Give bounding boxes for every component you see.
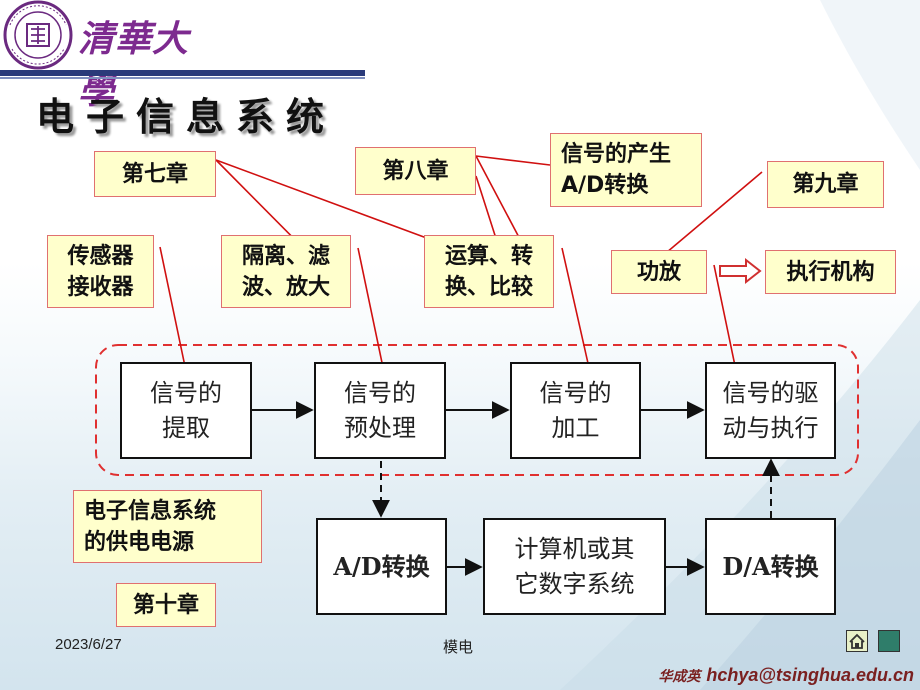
footer-signature: 华成英 hchya@tsinghua.edu.cn	[658, 665, 914, 686]
actuator-label: 执行机构	[765, 250, 896, 294]
signal-preprocess-block: 信号的 预处理	[314, 362, 446, 459]
signal-processing-block: 信号的 加工	[510, 362, 641, 459]
signal-preprocess-text: 信号的 预处理	[344, 378, 416, 442]
computer-text: 计算机或其 它数字系统	[514, 534, 635, 598]
signal-gen-text: 信号的产生 A/D转换	[561, 142, 672, 198]
sensor-text: 传感器 接收器	[67, 243, 134, 300]
computer-block: 计算机或其 它数字系统	[483, 518, 666, 615]
signal-drive-block: 信号的驱 动与执行	[705, 362, 836, 459]
slide-title: 电子信息系统	[36, 94, 337, 139]
author-email: hchya@tsinghua.edu.cn	[706, 665, 914, 685]
home-glyph	[849, 633, 865, 649]
isolate-filter-amplify-label: 隔离、滤 波、放大	[221, 235, 351, 308]
chapter-9-text: 第九章	[792, 172, 859, 197]
chapter-10-text: 第十章	[132, 592, 199, 618]
author-name: 华成英	[658, 669, 701, 685]
chapter-9-label: 第九章	[767, 161, 884, 208]
close-icon[interactable]	[878, 630, 900, 652]
chapter-10-label: 第十章	[116, 583, 216, 627]
signal-extraction-text: 信号的 提取	[150, 378, 222, 442]
amplifier-label: 功放	[611, 250, 707, 294]
header-bar	[0, 70, 365, 76]
adc-block: A/D转换	[316, 518, 447, 615]
sensor-label: 传感器 接收器	[47, 235, 154, 308]
adc-text: A/D转换	[333, 552, 430, 581]
chapter-leader-lines	[159, 155, 763, 386]
chapter-7-text: 第七章	[121, 161, 188, 187]
header-bar-shadow	[0, 77, 365, 79]
dac-block: D/A转换	[705, 518, 836, 615]
signal-gen-label: 信号的产生 A/D转换	[550, 133, 702, 207]
amplifier-text: 功放	[636, 259, 681, 285]
footer-course: 模电	[443, 639, 474, 656]
power-supply-text: 电子信息系统 的供电电源	[84, 498, 217, 555]
power-supply-label: 电子信息系统 的供电电源	[73, 490, 262, 563]
dashed-group-outline	[95, 344, 859, 476]
compute-text: 运算、转 换、比较	[444, 243, 533, 300]
dac-text: D/A转换	[722, 552, 819, 581]
home-icon[interactable]	[846, 630, 868, 652]
chapter-8-label: 第八章	[355, 147, 476, 195]
chapter-8-text: 第八章	[382, 158, 449, 184]
signal-extraction-block: 信号的 提取	[120, 362, 252, 459]
signal-drive-text: 信号的驱 动与执行	[722, 378, 819, 442]
tsinghua-seal-logo	[3, 0, 73, 70]
footer-date: 2023/6/27	[55, 636, 122, 653]
actuator-text: 执行机构	[786, 259, 875, 285]
chapter-7-label: 第七章	[94, 151, 216, 197]
compute-convert-compare-label: 运算、转 换、比较	[424, 235, 554, 308]
signal-processing-text: 信号的 加工	[539, 378, 612, 442]
flow-arrows	[252, 401, 780, 576]
isolate-text: 隔离、滤 波、放大	[241, 243, 330, 300]
hollow-arrow	[719, 257, 762, 285]
